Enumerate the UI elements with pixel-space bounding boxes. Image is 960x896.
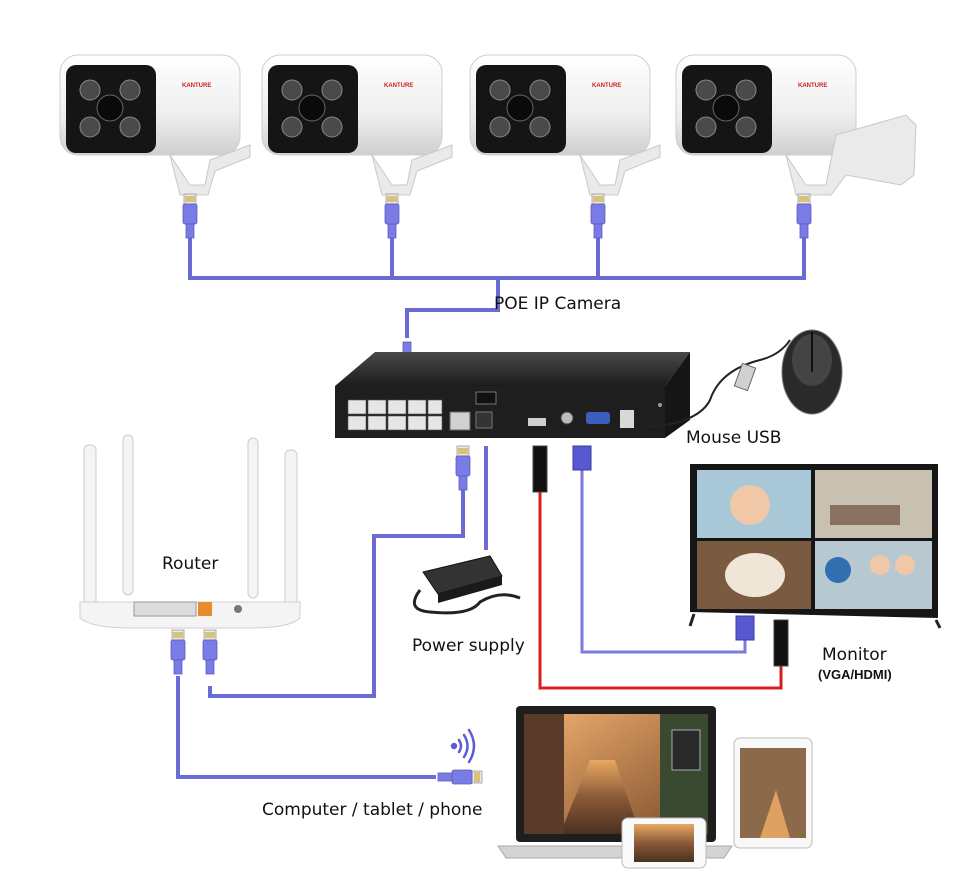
usb-mouse-icon [646,329,843,427]
camera-brand-text: KANTURE [182,83,211,89]
wifi-signal-icon [450,728,476,764]
rj45-connector-icon [182,193,198,239]
rj45-connector-icon [455,445,471,491]
power-adapter-icon [412,446,521,615]
monitor-icon [688,464,942,629]
router-computer-cable [176,676,436,779]
rj45-connector-icon [590,193,606,239]
camera-1: KANTURE [59,54,251,196]
rj45-connector-icon [170,629,186,675]
vga-connector-icon [572,445,755,641]
vga-cable [580,470,747,654]
screen-tile-room [815,470,932,538]
nvr-icon [335,352,690,438]
camera-brand-text: KANTURE [384,83,413,89]
camera-brand-text: KANTURE [592,83,621,89]
router-label: Router [162,554,219,574]
rj45-connector-icon [202,629,218,675]
power-supply-label: Power supply [412,636,525,656]
monitor-label: Monitor [822,645,887,665]
poe-ports [347,399,443,431]
mouse-usb-label: Mouse USB [686,428,782,448]
poe-camera-label: POE IP Camera [494,294,622,314]
hdmi-cable [538,492,783,690]
rj45-connector-icon [384,193,400,239]
camera-4: KANTURE [675,54,917,196]
camera-brand-text: KANTURE [798,83,827,89]
camera-3: KANTURE [469,54,661,196]
monitor-sublabel: (VGA/HDMI) [818,667,892,682]
laptop-icon [497,706,733,859]
rj45-connector-icon [437,769,483,785]
camera-2: KANTURE [261,54,453,196]
rj45-connector-icon [796,193,812,239]
computer-label: Computer / tablet / phone [262,800,483,820]
tablet-icon [733,737,813,849]
nvr-router-cable [208,488,465,698]
phone-icon [621,817,707,869]
router-icon [79,434,301,629]
hdmi-connector-icon [532,445,789,667]
poe-cable-bus [188,238,806,338]
